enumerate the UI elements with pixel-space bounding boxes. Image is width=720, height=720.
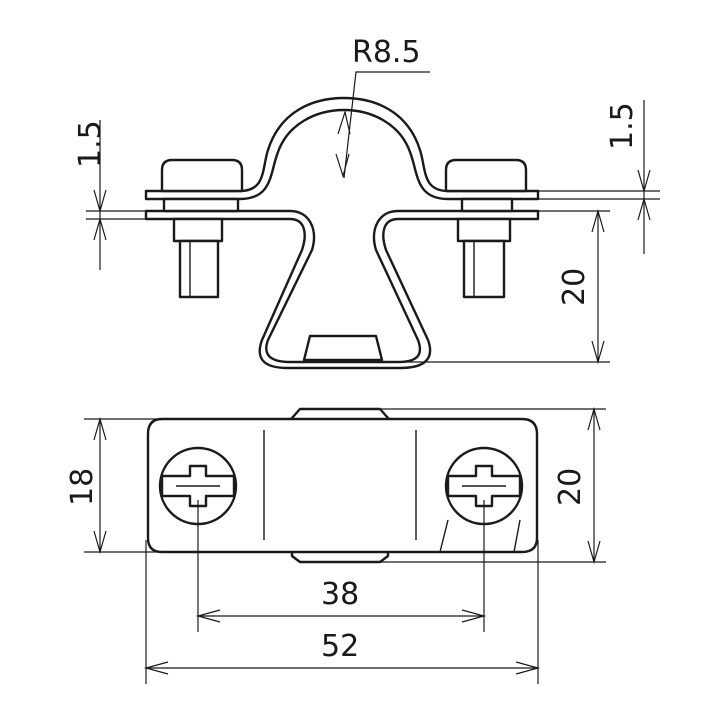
width-label-front: 18: [65, 468, 100, 506]
radius-label: R8.5: [352, 35, 421, 70]
radius-dimension: R8.5: [335, 35, 430, 179]
right-screw: [444, 158, 528, 299]
right-screw-shank: [462, 239, 506, 299]
overall-length-label: 52: [321, 629, 359, 664]
height-dimension-side: 20: [400, 208, 610, 365]
base-plate: [146, 417, 539, 554]
left-screw-shank: [178, 239, 220, 299]
height-label-side: 20: [557, 268, 592, 306]
height-label-front: 20: [553, 468, 588, 506]
front-view: 18 20 38 52: [65, 406, 606, 684]
left-washer: [162, 197, 240, 213]
left-screw-head-front: [158, 446, 238, 526]
left-screw-head: [160, 158, 244, 193]
thickness-label-left: 1.5: [73, 120, 108, 168]
left-nut: [172, 217, 224, 243]
hole-spacing-label: 38: [321, 577, 359, 612]
side-view: R8.5 1.5 1.5 20: [73, 35, 660, 370]
thickness-dimension-right: 1.5: [538, 100, 660, 254]
overall-length-dimension: 52: [143, 540, 541, 684]
hole-spacing-dimension: 38: [195, 500, 487, 632]
right-washer: [460, 197, 514, 213]
height-dimension-front: 20: [380, 406, 606, 565]
thickness-dimension-left: 1.5: [73, 120, 146, 270]
right-nut: [456, 217, 512, 243]
width-dimension-front: 18: [65, 416, 160, 555]
spring-bracket: [144, 209, 540, 370]
adjustment-slot: [439, 519, 521, 553]
center-pad: [302, 334, 384, 362]
right-screw-head-front: [444, 446, 524, 526]
thickness-label-right: 1.5: [605, 102, 640, 150]
right-screw-head: [444, 158, 528, 193]
left-screw: [160, 158, 244, 299]
